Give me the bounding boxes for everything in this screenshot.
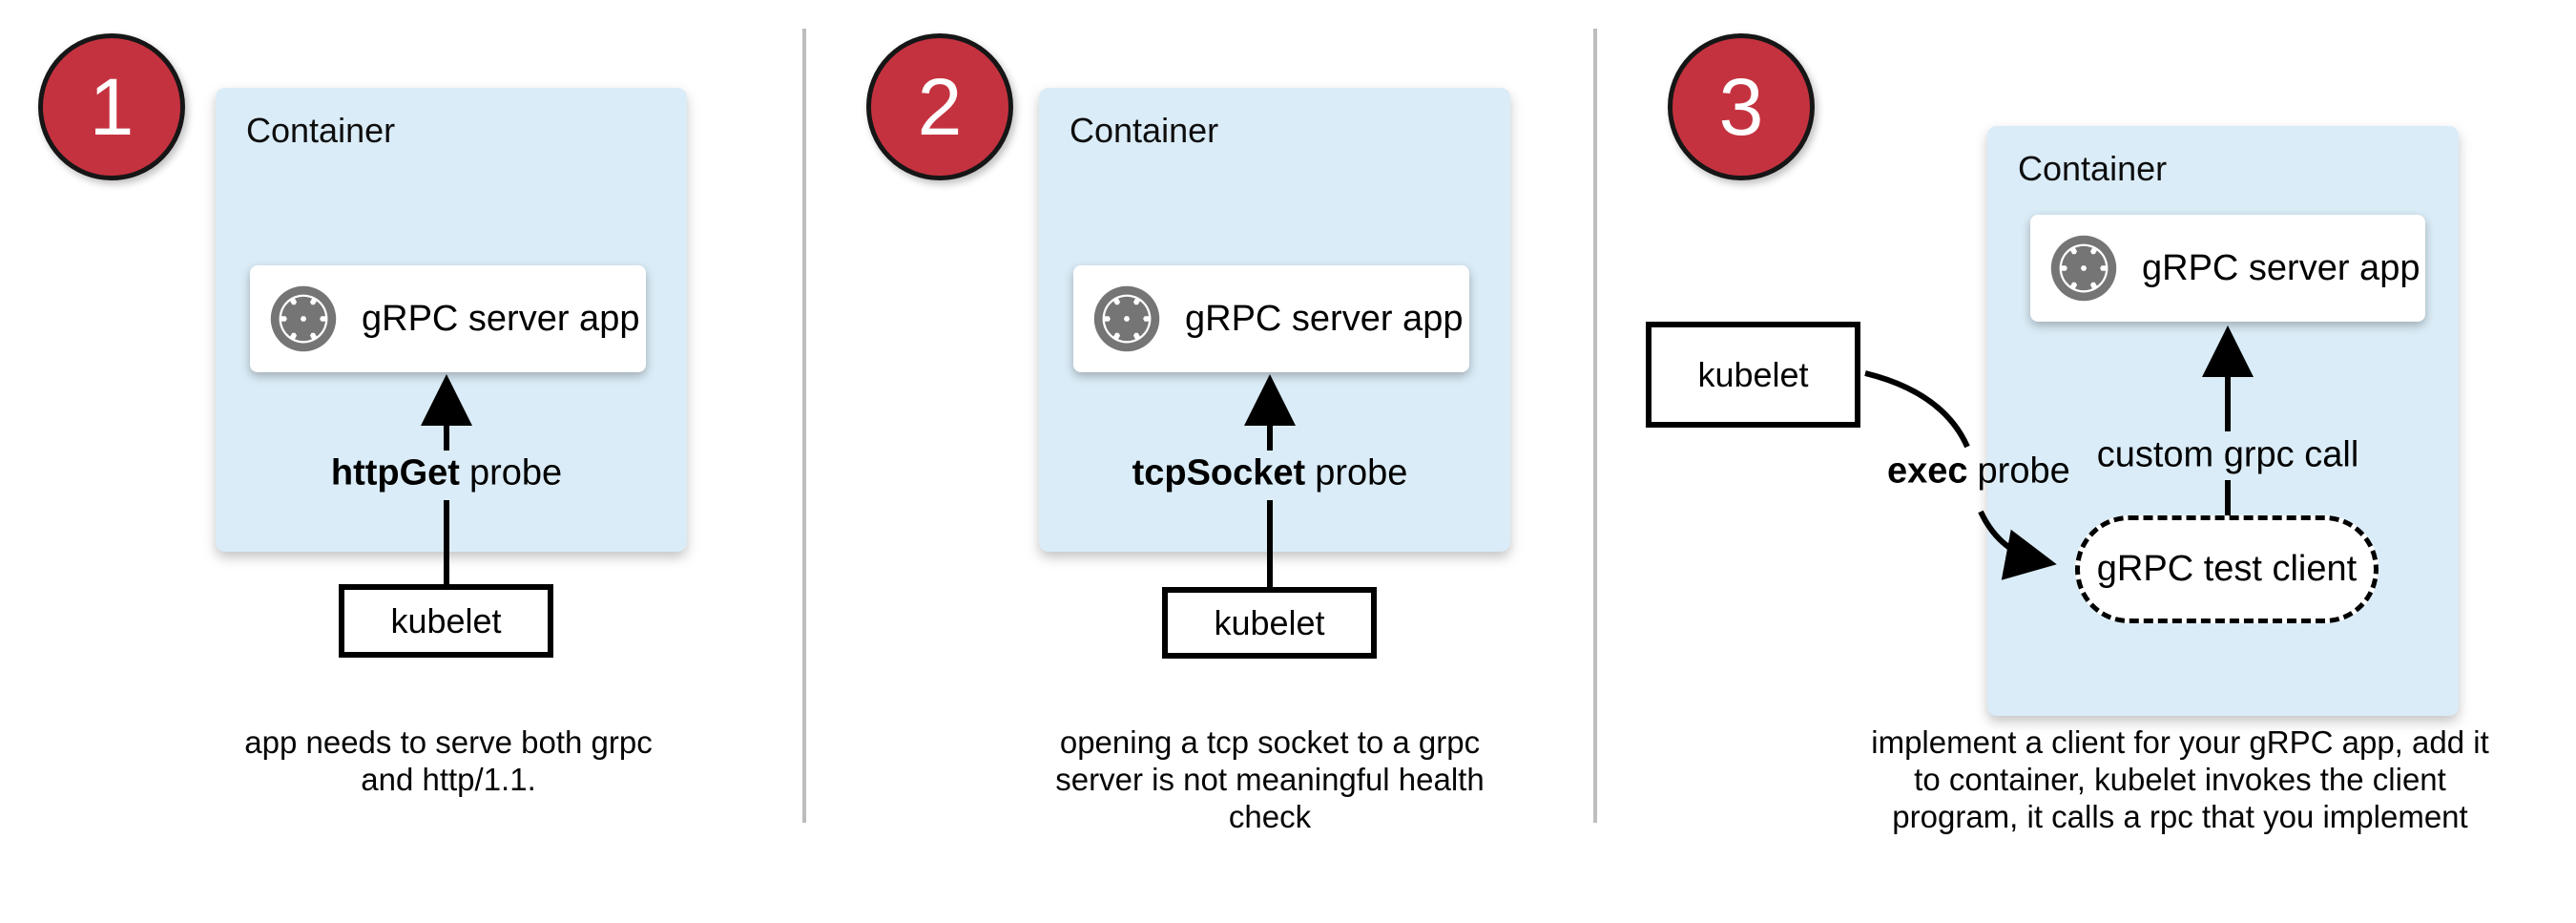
- panel-divider: [802, 29, 806, 823]
- step-number: 1: [89, 61, 135, 152]
- grpc-server-app-label: gRPC server app: [1185, 298, 1464, 339]
- grpc-test-client-label: gRPC test client: [2096, 549, 2358, 589]
- step-number: 3: [1718, 61, 1764, 152]
- caption-3: implement a client for your gRPC app, ad…: [1871, 724, 2489, 834]
- aperture-icon: [1091, 283, 1162, 354]
- aperture-icon: [268, 283, 339, 354]
- grpc-server-app-box: gRPC server app: [1073, 265, 1469, 372]
- grpc-server-app-label: gRPC server app: [362, 298, 640, 339]
- caption-2: opening a tcp socket to a grpc server is…: [1055, 724, 1485, 834]
- step-badge-2: 2: [866, 33, 1013, 180]
- custom-grpc-call-label: custom grpc call: [2096, 434, 2359, 475]
- container-label: Container: [1070, 111, 1219, 150]
- grpc-test-client-box: gRPC test client: [2075, 515, 2379, 623]
- aperture-icon: [2048, 233, 2119, 304]
- grpc-server-app-box: gRPC server app: [2030, 215, 2425, 322]
- kubelet-box-3: kubelet: [1646, 322, 1860, 428]
- panel-divider: [1593, 29, 1597, 823]
- kubelet-label: kubelet: [390, 600, 502, 640]
- kubelet-label: kubelet: [1214, 602, 1325, 642]
- container-label: Container: [246, 111, 396, 150]
- caption-1: app needs to serve both grpc and http/1.…: [244, 724, 653, 797]
- grpc-server-app-box: gRPC server app: [250, 265, 646, 372]
- kubelet-box-1: kubelet: [339, 584, 553, 658]
- container-label: Container: [2018, 149, 2168, 188]
- step-badge-1: 1: [38, 33, 185, 180]
- grpc-server-app-label: gRPC server app: [2142, 247, 2420, 288]
- step-badge-3: 3: [1668, 33, 1815, 180]
- container-box-3: Container gRPC server app custom grpc ca…: [1987, 126, 2459, 716]
- kubelet-label: kubelet: [1697, 354, 1809, 394]
- step-number: 2: [917, 61, 963, 152]
- kubelet-box-2: kubelet: [1162, 587, 1377, 659]
